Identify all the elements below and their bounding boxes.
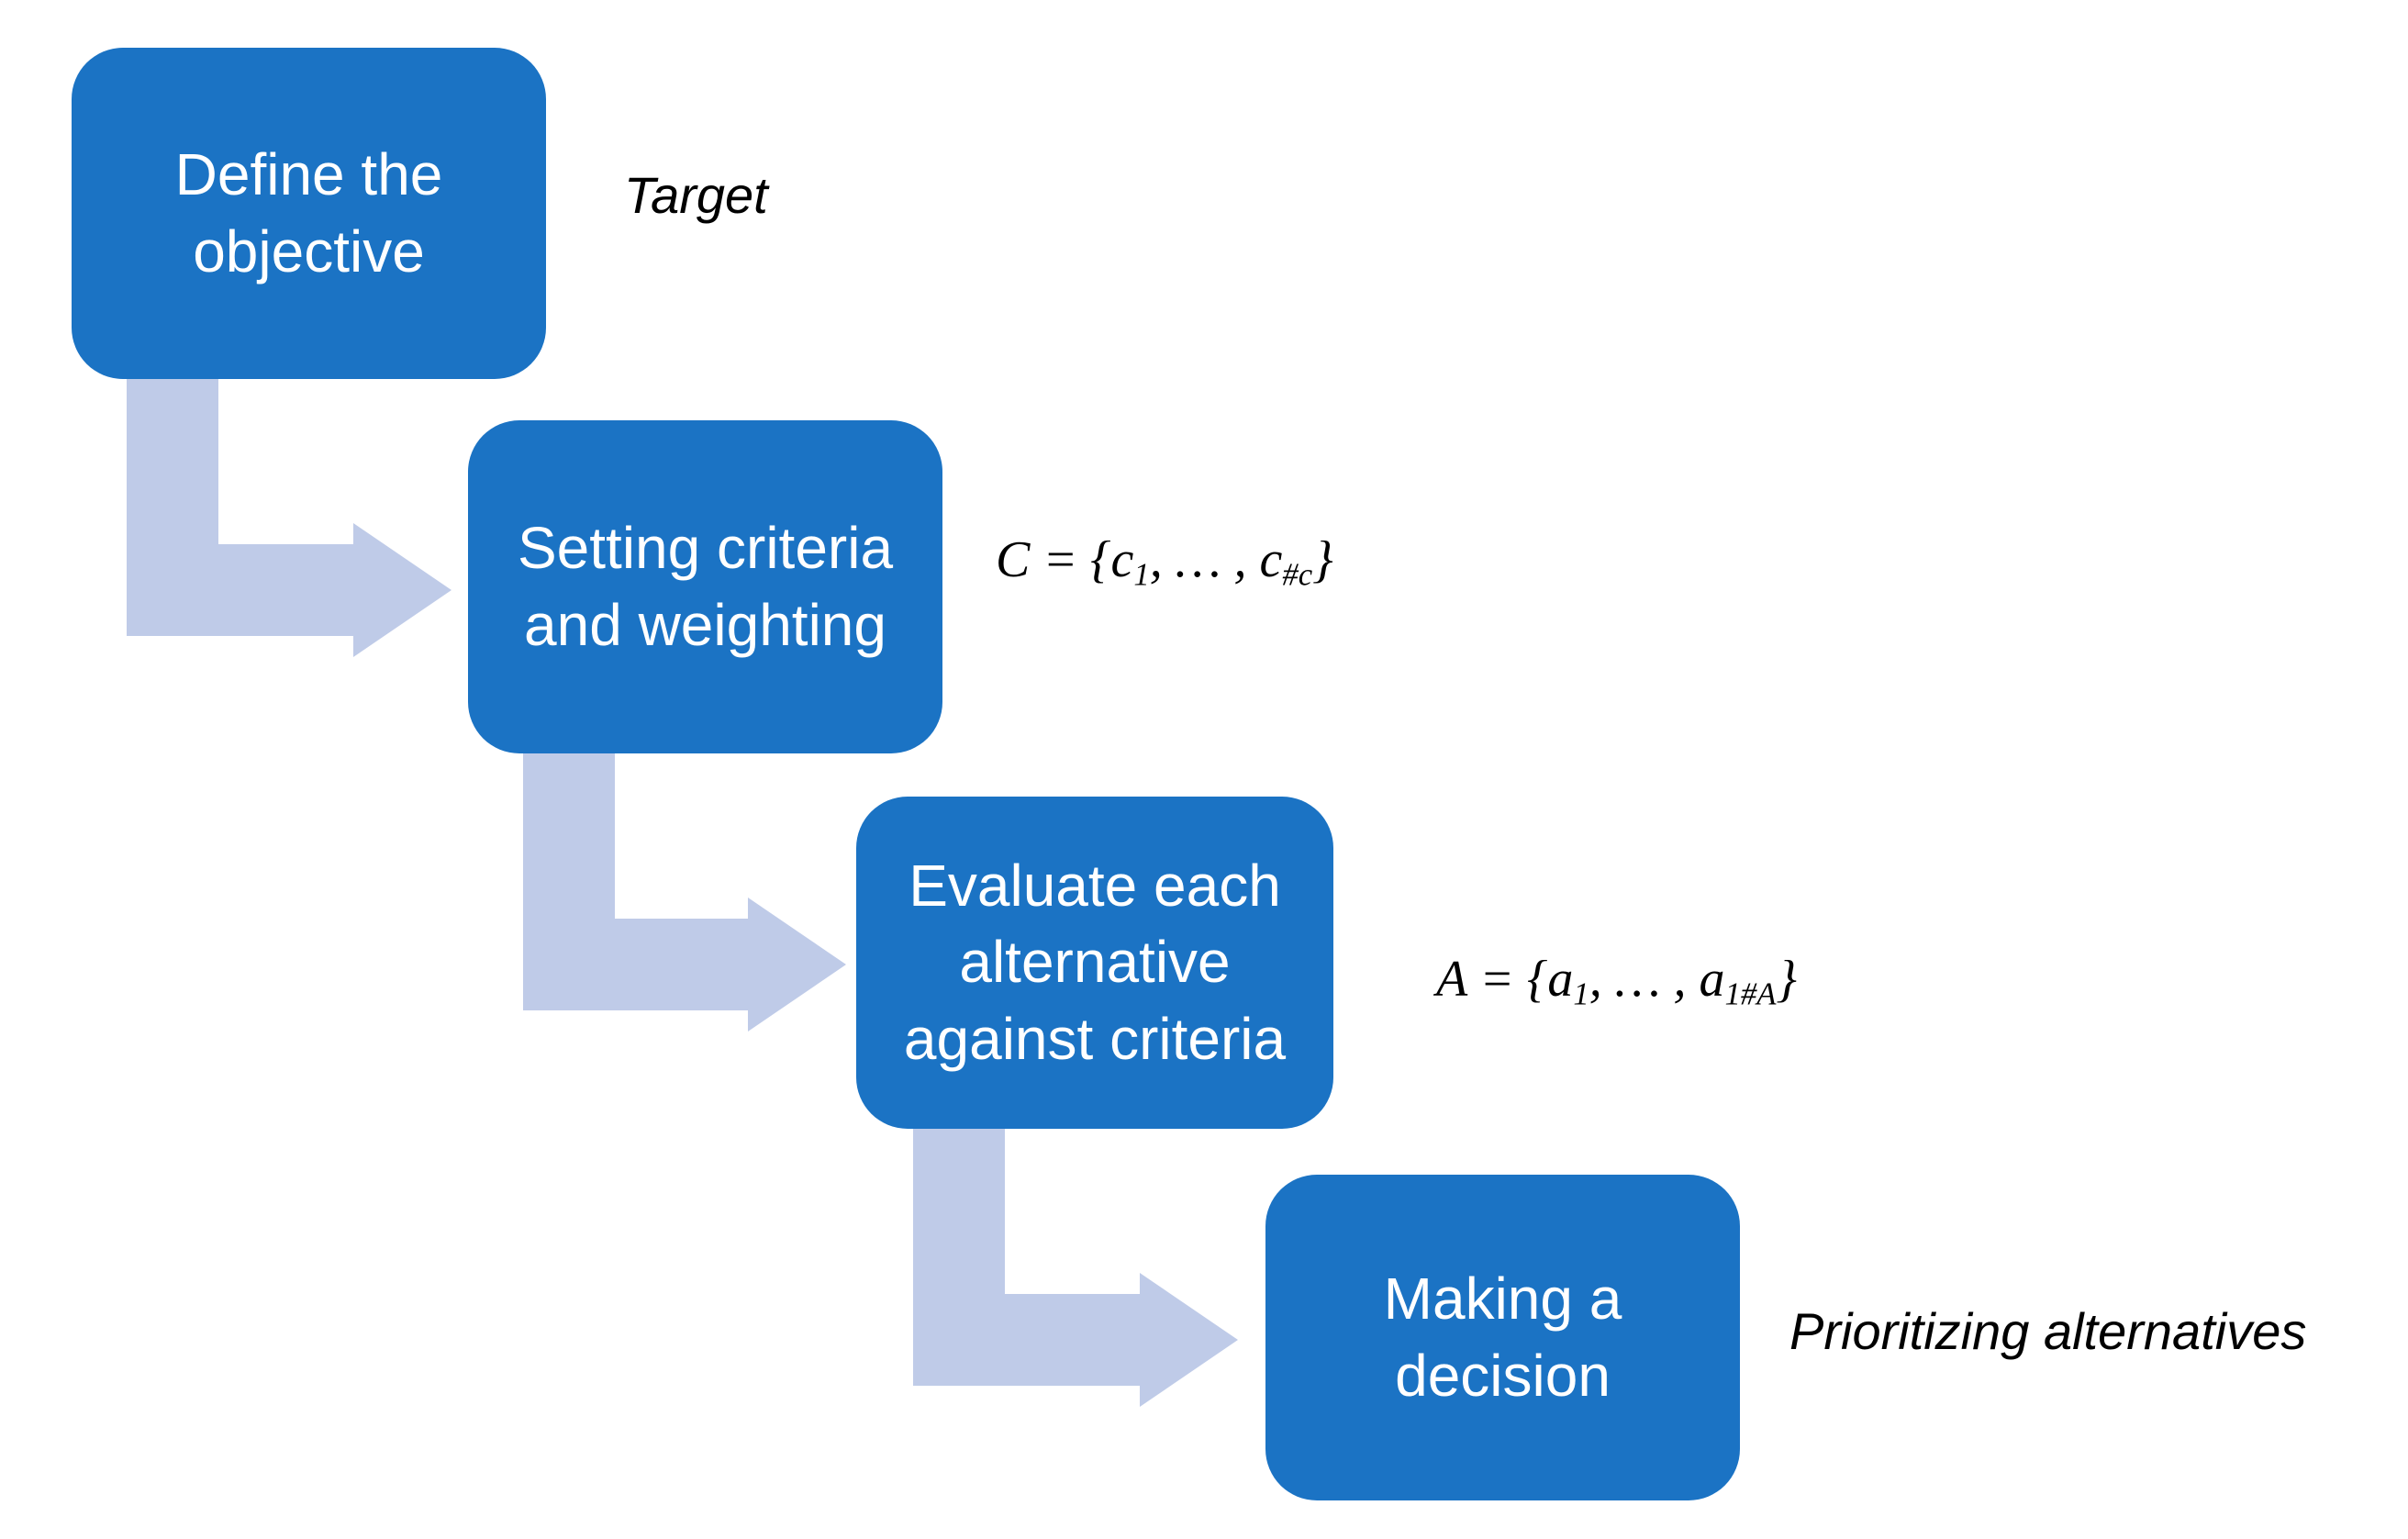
step-label: Setting criteria and weighting bbox=[517, 515, 894, 658]
elbow-arrow-2 bbox=[523, 752, 846, 1032]
step-label: Define the objective bbox=[174, 141, 443, 284]
annotation-prioritizing-alternatives: Prioritizing alternatives bbox=[1789, 1302, 2307, 1360]
formula-alternatives-set: A = {a1, … , a1#A} bbox=[1436, 951, 1797, 1012]
formula-criteria-set: C = {c1, … , c#c} bbox=[996, 531, 1333, 593]
step-label: Evaluate each alternative against criter… bbox=[903, 853, 1287, 1072]
elbow-arrow-3 bbox=[913, 1127, 1238, 1407]
step-box-making-decision: Making a decision bbox=[1265, 1175, 1740, 1500]
step-box-define-objective: Define the objective bbox=[72, 48, 546, 379]
annotation-target: Target bbox=[624, 166, 768, 224]
elbow-arrow-1 bbox=[127, 377, 452, 657]
step-box-evaluate-alternatives: Evaluate each alternative against criter… bbox=[856, 797, 1333, 1129]
step-label: Making a decision bbox=[1383, 1266, 1622, 1409]
step-box-setting-criteria: Setting criteria and weighting bbox=[468, 420, 942, 753]
